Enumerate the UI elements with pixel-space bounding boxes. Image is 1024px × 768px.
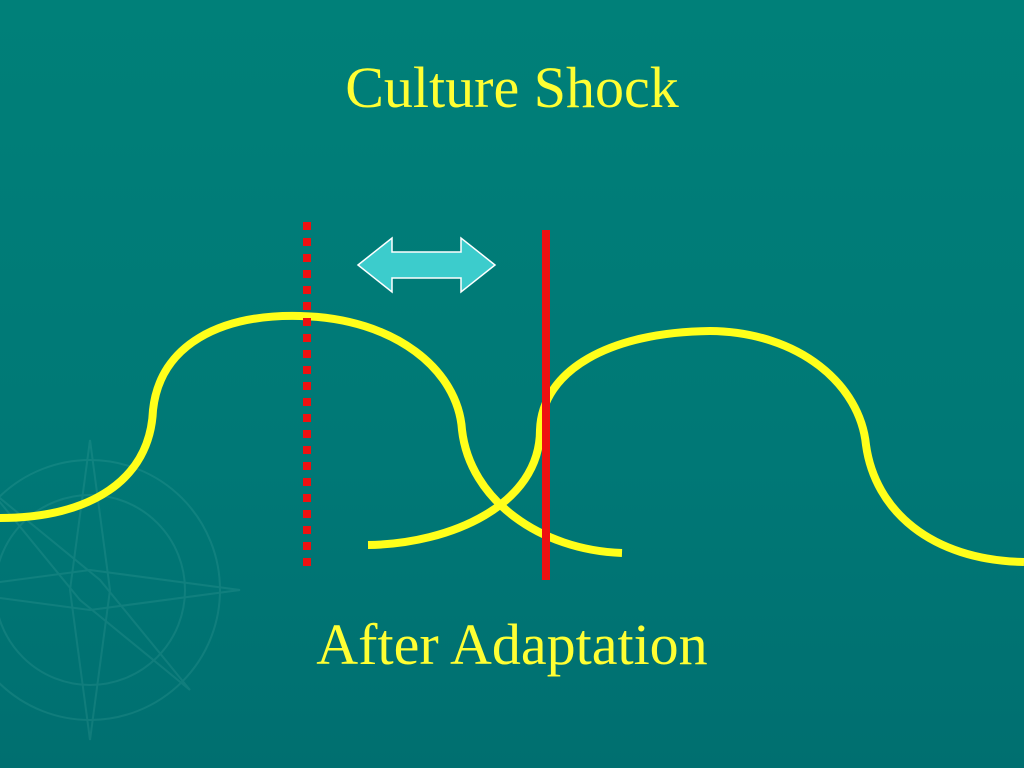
double-headed-arrow-icon — [356, 236, 497, 294]
wave-curve-left — [0, 311, 623, 557]
slide-subtitle: After Adaptation — [316, 612, 708, 677]
compass-rose-icon — [0, 439, 241, 741]
wave-curve-right — [367, 326, 1024, 566]
slide-title: Culture Shock — [345, 55, 679, 120]
